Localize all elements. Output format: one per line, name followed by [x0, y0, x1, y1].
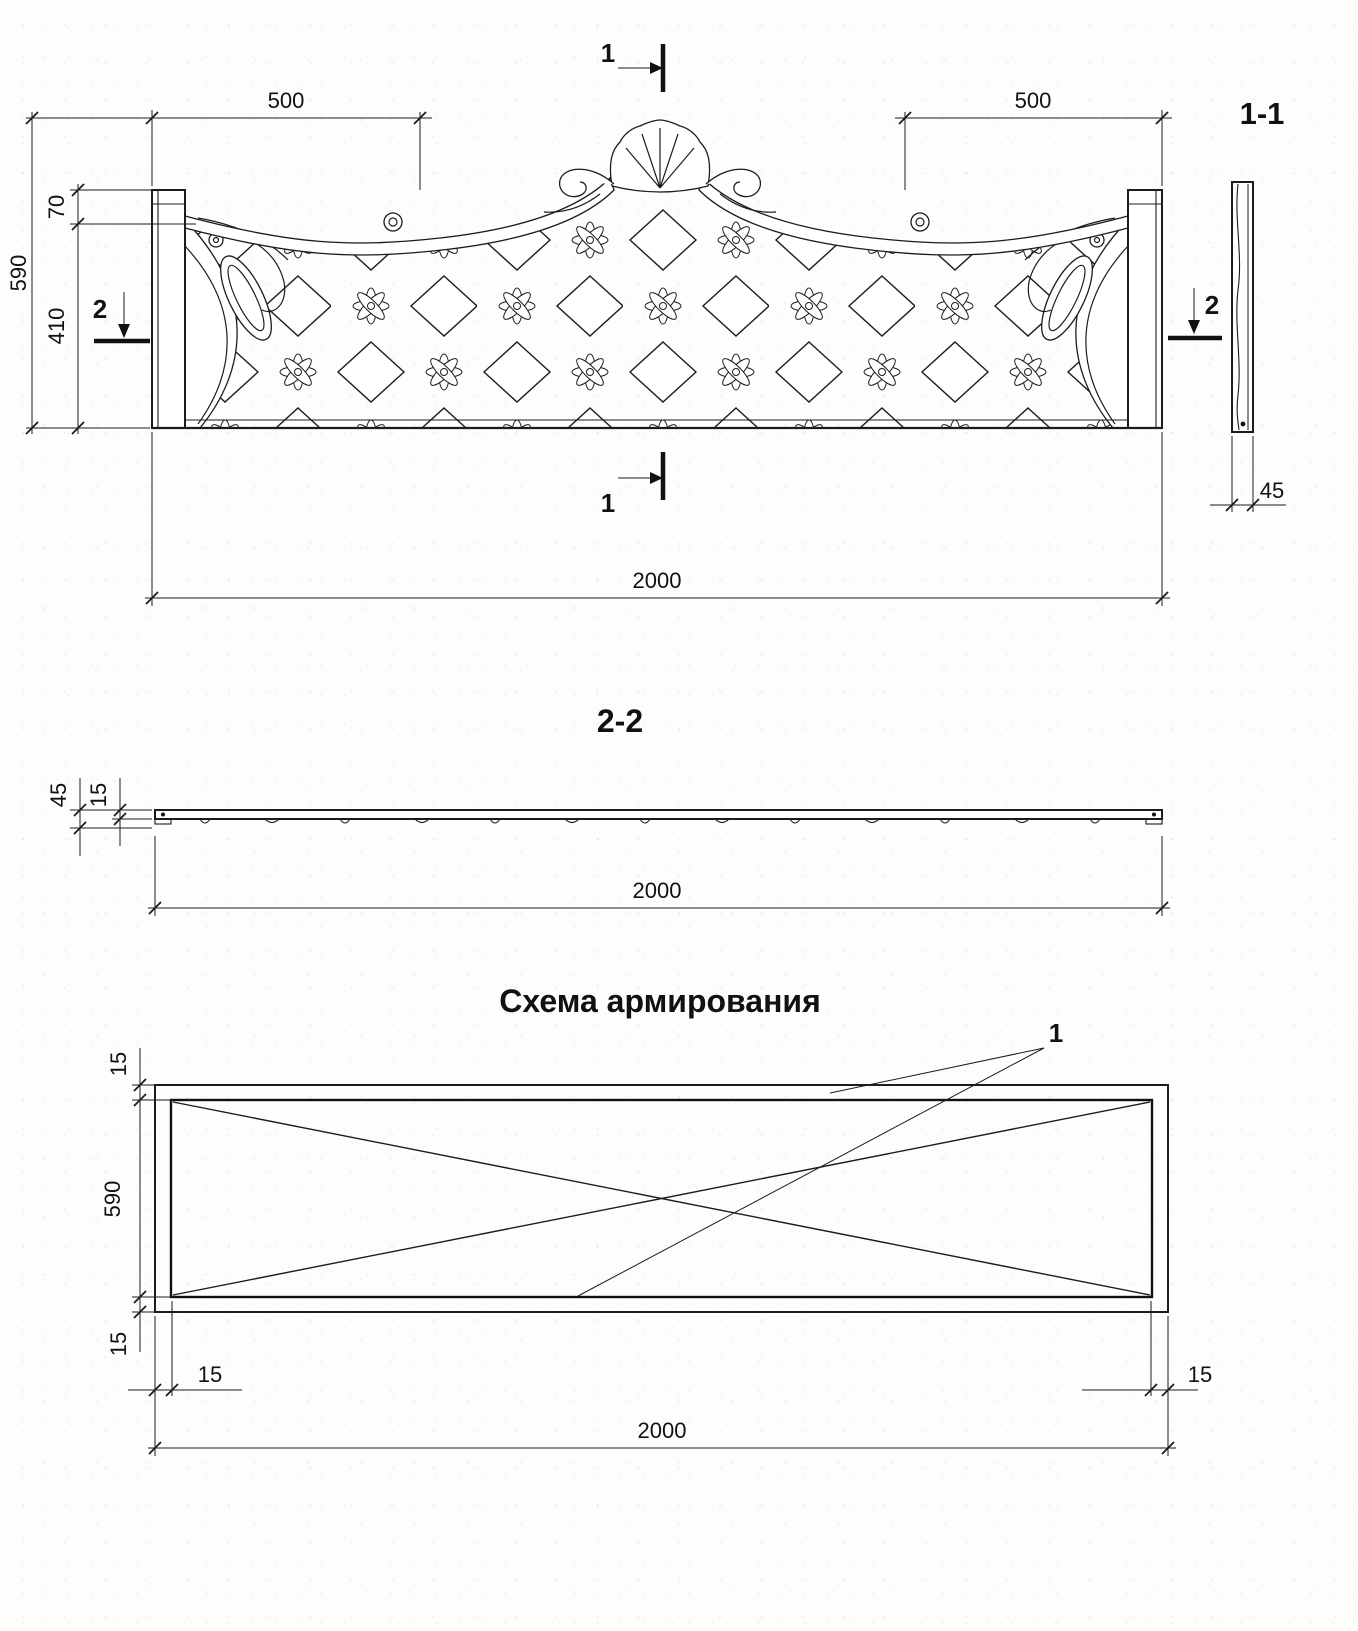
arrowhead-icon	[650, 62, 663, 74]
arrowhead-icon	[650, 472, 663, 484]
right-pilaster	[1127, 189, 1163, 429]
section-1-1-view: 1-1 45	[1210, 96, 1286, 512]
dim-label: 45	[1260, 478, 1284, 503]
panel-contour	[154, 1084, 1169, 1313]
section-title: 2-2	[597, 703, 643, 739]
dim-label: 2000	[633, 568, 682, 593]
dim-500-left: 500	[26, 88, 432, 190]
dim-label: 15	[1188, 1362, 1212, 1387]
dim-label: 70	[44, 195, 69, 219]
dim-590-height: 590	[6, 111, 150, 435]
section-title: 1-1	[1240, 96, 1285, 131]
panel-outline	[151, 189, 1163, 430]
section-marker-2-left: 2	[93, 292, 150, 344]
dim-70-410-chain: 70 410	[44, 183, 196, 435]
dim-label: 15	[86, 783, 111, 807]
dim-15-bottom-left: 15	[128, 1301, 242, 1397]
dim-label: 590	[100, 1181, 125, 1218]
crest-volute-left	[558, 168, 615, 198]
relief-bumps	[199, 818, 1101, 824]
dim-label: 2000	[633, 878, 682, 903]
dim-500-right: 500	[895, 88, 1172, 190]
marker-label: 1	[601, 488, 615, 518]
reinforcement-scheme: Схема армирования 1 15 590 15 15 15 2000	[100, 983, 1212, 1456]
marker-label: 2	[93, 294, 107, 324]
reinforcement-title: Схема армирования	[499, 983, 821, 1019]
rebar-dot	[1240, 421, 1246, 427]
dim-15-bottom-right: 15	[1082, 1301, 1212, 1397]
dim-45-section11: 45	[1210, 436, 1286, 512]
elevation-view: 500 500 590 70 410 2000 1	[6, 38, 1222, 606]
rebar-dot	[1152, 812, 1156, 817]
section-marker-1-bottom: 1	[601, 452, 666, 518]
dim-label: 15	[106, 1332, 131, 1356]
left-pilaster	[151, 189, 186, 429]
dim-2000-elevation: 2000	[145, 432, 1170, 606]
dim-label: 45	[46, 783, 71, 807]
dim-label: 15	[198, 1362, 222, 1387]
dim-label: 2000	[638, 1418, 687, 1443]
dim-2000-reinforcement: 2000	[148, 1316, 1176, 1456]
section-2-2-view: 2-2 45 15 2000	[46, 703, 1170, 916]
lattice-field	[185, 190, 1128, 428]
section-2-2-plate	[154, 809, 1163, 820]
callout-label: 1	[1049, 1018, 1063, 1048]
dim-2000-section22: 2000	[148, 836, 1170, 916]
dim-label: 410	[44, 308, 69, 345]
marker-label: 1	[601, 38, 615, 68]
arrowhead-icon	[118, 324, 130, 338]
dim-label: 500	[268, 88, 305, 113]
callout-leaders	[577, 1047, 1045, 1297]
dim-label: 500	[1015, 88, 1052, 113]
section-1-1-profile	[1231, 181, 1254, 433]
diagonal-bars	[172, 1101, 1151, 1296]
arrowhead-icon	[1188, 320, 1200, 334]
crest-volute-right	[705, 168, 762, 198]
dim-left-chain: 15 590 15	[100, 1048, 173, 1356]
marker-label: 2	[1205, 290, 1219, 320]
central-crest	[543, 119, 777, 213]
dim-label: 15	[106, 1052, 131, 1076]
rebar-frame	[169, 1098, 1154, 1299]
dim-label: 590	[6, 255, 31, 292]
dim-45-15-section22: 45 15	[46, 778, 152, 856]
rebar-dot	[161, 812, 165, 817]
section-marker-1-top: 1	[601, 38, 666, 92]
section-marker-2-right: 2	[1168, 288, 1222, 341]
